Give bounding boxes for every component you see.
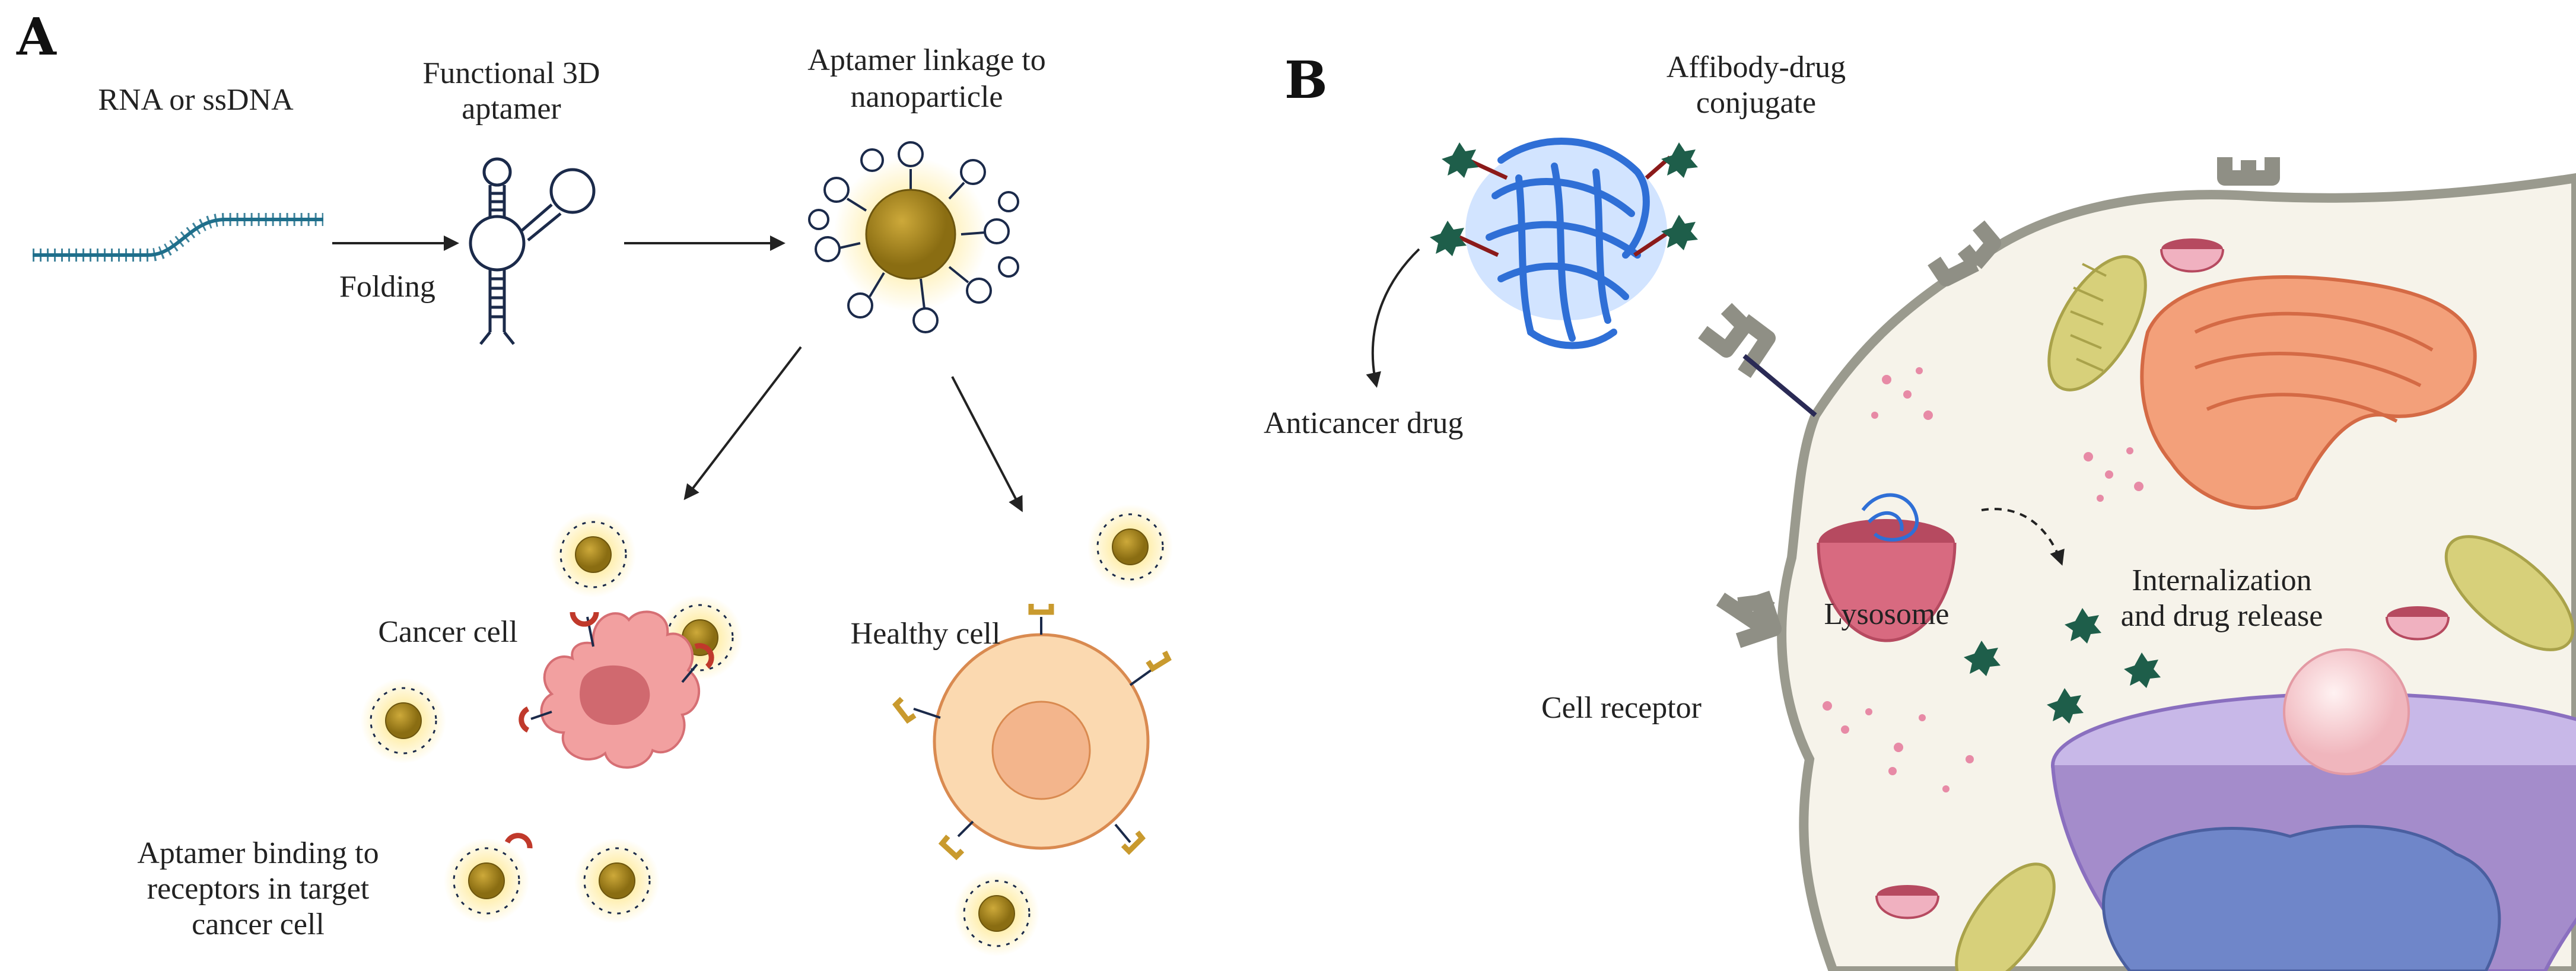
small-nanoparticle	[551, 512, 636, 597]
panel-a-letter: A	[16, 7, 57, 67]
mitochondrion	[1955, 862, 2056, 971]
binding-label-line2: receptors in target	[147, 872, 370, 906]
arrow-to-healthy-cell	[951, 376, 1023, 512]
folding-label: Folding	[339, 270, 435, 304]
aptamer-3d-icon	[469, 157, 596, 345]
internalization-label-line2: and drug release	[2121, 599, 2323, 633]
golgi-apparatus	[2140, 275, 2477, 510]
anticancer-label: Anticancer drug	[1264, 406, 1463, 440]
vesicle	[2283, 648, 2410, 775]
cell-receptor-label: Cell receptor	[1541, 691, 1702, 725]
small-nanoparticle	[361, 678, 446, 763]
small-nanoparticle	[574, 838, 660, 924]
rna-label: RNA or ssDNA	[98, 83, 294, 117]
target-cell	[1698, 157, 2576, 971]
lysosome-label: Lysosome	[1824, 597, 1950, 631]
affibody-label-line2: conjugate	[1696, 86, 1816, 120]
small-nanoparticles	[361, 504, 1173, 956]
mitochondrion	[2047, 255, 2147, 391]
binding-label-line3: cancer cell	[192, 908, 325, 941]
healthy-cell	[892, 604, 1172, 861]
functionalized-nanoparticle	[808, 141, 1019, 333]
peroxisome	[1875, 885, 1939, 919]
small-nanoparticle	[954, 871, 1039, 956]
ssdna-strand	[33, 213, 323, 262]
mitochondrion	[2444, 535, 2575, 651]
cancer-cell-label: Cancer cell	[378, 615, 517, 649]
healthy-cell-label: Healthy cell	[851, 617, 1001, 651]
lysosome	[1817, 493, 1957, 642]
functional-aptamer-label-line2: aptamer	[462, 92, 561, 126]
functional-aptamer-label-line1: Functional 3D	[423, 56, 600, 90]
released-drugs	[1964, 608, 2161, 724]
arrow-to-cancer-cell	[683, 346, 802, 501]
anticancer-arrow	[1366, 248, 1420, 388]
bound-receptor-stalk	[1742, 354, 1817, 418]
linkage-label-line1: Aptamer linkage to	[807, 43, 1045, 77]
affibody-label-line1: Affibody-drug	[1667, 50, 1846, 84]
peroxisome	[2160, 238, 2224, 273]
small-nanoparticle	[444, 838, 529, 924]
affibody-drug-conjugate	[1430, 138, 1698, 349]
cancer-cell	[504, 610, 714, 849]
endoplasmic-reticulum	[2102, 824, 2501, 971]
peroxisome	[2386, 606, 2450, 641]
small-nanoparticle	[1087, 504, 1173, 590]
binding-label-line1: Aptamer binding to	[137, 836, 379, 870]
cytoplasm-granules	[1823, 367, 2144, 792]
linkage-label-line2: nanoparticle	[851, 80, 1003, 114]
internalization-label-line1: Internalization	[2132, 564, 2311, 597]
panel-b-letter: B	[1284, 50, 1328, 110]
